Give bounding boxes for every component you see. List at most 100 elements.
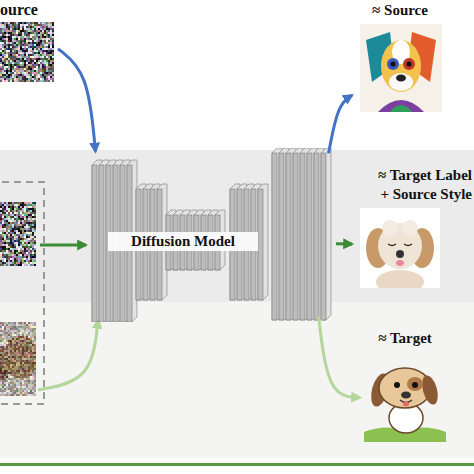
- noise-pixel: [10, 348, 12, 350]
- noise-pixel: [34, 236, 36, 238]
- noise-pixel: [38, 64, 40, 66]
- noise-pixel: [16, 354, 18, 356]
- noise-pixel: [34, 40, 36, 42]
- noise-pixel: [8, 32, 10, 34]
- noise-pixel: [48, 28, 50, 30]
- noise-pixel: [22, 354, 24, 356]
- noise-pixel: [34, 360, 36, 362]
- noise-pixel: [34, 204, 36, 206]
- noise-pixel: [10, 256, 12, 258]
- noise-pixel: [52, 74, 54, 76]
- noise-pixel: [20, 226, 22, 228]
- noise-pixel: [34, 328, 36, 330]
- noise-pixel: [18, 74, 20, 76]
- noise-pixel: [2, 68, 4, 70]
- noise-pixel: [30, 24, 32, 26]
- noise-pixel: [28, 370, 30, 372]
- noise-pixel: [22, 378, 24, 380]
- noise-pixel: [32, 340, 34, 342]
- noise-pixel: [22, 236, 24, 238]
- noise-pixel: [24, 330, 26, 332]
- noise-pixel: [16, 234, 18, 236]
- noise-pixel: [26, 208, 28, 210]
- noise-pixel: [4, 32, 6, 34]
- noise-pixel: [0, 58, 2, 60]
- noise-pixel: [34, 66, 36, 68]
- noise-pixel: [6, 228, 8, 230]
- noise-pixel: [24, 258, 26, 260]
- noise-pixel: [28, 230, 30, 232]
- noise-pixel: [20, 64, 22, 66]
- noise-pixel: [20, 246, 22, 248]
- noise-pixel: [2, 28, 4, 30]
- noise-pixel: [0, 224, 2, 226]
- noise-pixel: [46, 42, 48, 44]
- noise-pixel: [30, 64, 32, 66]
- noise-pixel: [22, 234, 24, 236]
- noise-pixel: [32, 342, 34, 344]
- noise-pixel: [34, 330, 36, 332]
- noise-pixel: [34, 264, 36, 266]
- noise-pixel: [16, 46, 18, 48]
- noise-pixel: [2, 264, 4, 266]
- noise-pixel: [12, 216, 14, 218]
- noise-pixel: [10, 358, 12, 360]
- noise-pixel: [4, 206, 6, 208]
- noise-pixel: [10, 224, 12, 226]
- noise-pixel: [22, 374, 24, 376]
- noise-pixel: [34, 222, 36, 224]
- noise-pixel: [18, 378, 20, 380]
- noise-pixel: [8, 368, 10, 370]
- noise-pixel: [34, 58, 36, 60]
- noise-pixel: [20, 66, 22, 68]
- noise-pixel: [20, 328, 22, 330]
- noise-pixel: [22, 50, 24, 52]
- noise-pixel: [48, 60, 50, 62]
- noise-pixel: [2, 358, 4, 360]
- noise-pixel: [4, 228, 6, 230]
- noise-pixel: [14, 354, 16, 356]
- noise-pixel: [34, 216, 36, 218]
- noise-pixel: [26, 356, 28, 358]
- noise-pixel: [32, 384, 34, 386]
- noise-pixel: [18, 374, 20, 376]
- noise-pixel: [12, 218, 14, 220]
- noise-pixel: [6, 62, 8, 64]
- noise-pixel: [20, 238, 22, 240]
- noise-pixel: [8, 38, 10, 40]
- noise-pixel: [10, 54, 12, 56]
- noise-pixel: [14, 236, 16, 238]
- noise-pixel: [30, 236, 32, 238]
- noise-pixel: [14, 368, 16, 370]
- noise-pixel: [30, 58, 32, 60]
- noise-pixel: [24, 242, 26, 244]
- noise-pixel: [26, 212, 28, 214]
- noise-pixel: [26, 218, 28, 220]
- noise-pixel: [16, 352, 18, 354]
- noise-pixel: [0, 350, 2, 352]
- noise-pixel: [22, 46, 24, 48]
- noise-pixel: [12, 338, 14, 340]
- noise-pixel: [24, 388, 26, 390]
- noise-pixel: [0, 76, 2, 78]
- noise-pixel: [28, 248, 30, 250]
- noise-pixel: [14, 44, 16, 46]
- noise-pixel: [26, 264, 28, 266]
- noise-pixel: [26, 384, 28, 386]
- noise-pixel: [14, 58, 16, 60]
- noise-pixel: [8, 370, 10, 372]
- noise-pixel: [22, 352, 24, 354]
- noise-pixel: [16, 68, 18, 70]
- noise-pixel: [26, 336, 28, 338]
- noise-pixel: [22, 364, 24, 366]
- noise-pixel: [20, 70, 22, 72]
- noise-pixel: [0, 324, 2, 326]
- noise-pixel: [0, 334, 2, 336]
- noise-pixel: [14, 32, 16, 34]
- noise-pixel: [10, 322, 12, 324]
- noise-pixel: [18, 22, 20, 24]
- noise-pixel: [6, 224, 8, 226]
- noise-pixel: [26, 230, 28, 232]
- noise-pixel: [40, 64, 42, 66]
- noise-pixel: [22, 370, 24, 372]
